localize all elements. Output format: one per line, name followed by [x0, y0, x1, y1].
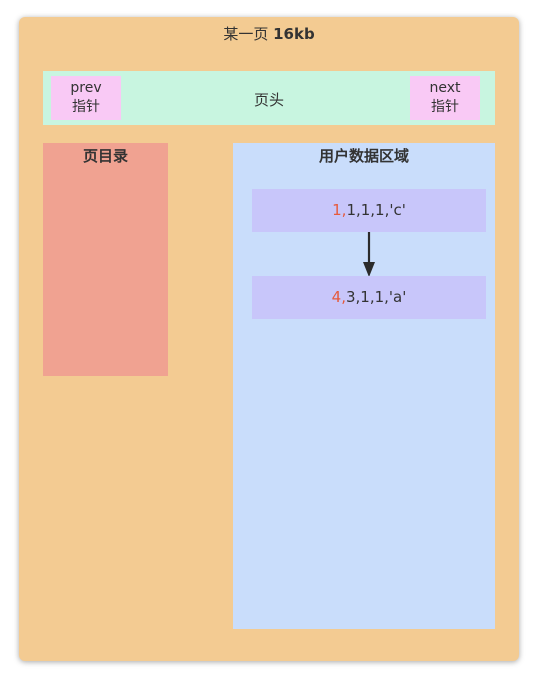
page-header-label: 页头	[253, 91, 284, 109]
record-1: 1,1,1,1,'c'	[252, 189, 486, 232]
prev-pointer-line2: 指针	[72, 99, 100, 115]
record-1-values: 1,1,1,'c'	[346, 201, 406, 219]
record-2-key: 4,	[331, 288, 346, 306]
page-directory-block: 页目录	[43, 143, 168, 376]
next-pointer-line1: next	[429, 80, 461, 96]
record-2-values: 3,1,1,'a'	[345, 288, 407, 306]
next-pointer-line2: 指针	[431, 99, 459, 115]
page-directory-label: 页目录	[82, 147, 128, 165]
page-title-prefix: 某一页	[223, 25, 274, 43]
page-header-block: prev 指针 页头 next 指针	[43, 71, 495, 125]
user-data-area: 用户数据区域 1,1,1,1,'c' 4,3,1,1,'a'	[233, 143, 495, 629]
prev-pointer-line1: prev	[70, 80, 102, 96]
page-size: 16kb	[273, 25, 315, 43]
user-data-area-label: 用户数据区域	[318, 147, 409, 165]
record-1-key: 1,	[332, 201, 347, 219]
record-2: 4,3,1,1,'a'	[252, 276, 486, 319]
prev-pointer: prev 指针	[51, 76, 121, 120]
page-block: 某一页 16kb prev 指针 页头 next 指针 页目录 用户数据区域 1…	[19, 17, 519, 661]
page-title: 某一页 16kb	[19, 23, 519, 44]
next-pointer: next 指针	[410, 76, 480, 120]
next-record-arrow-icon	[363, 232, 375, 277]
